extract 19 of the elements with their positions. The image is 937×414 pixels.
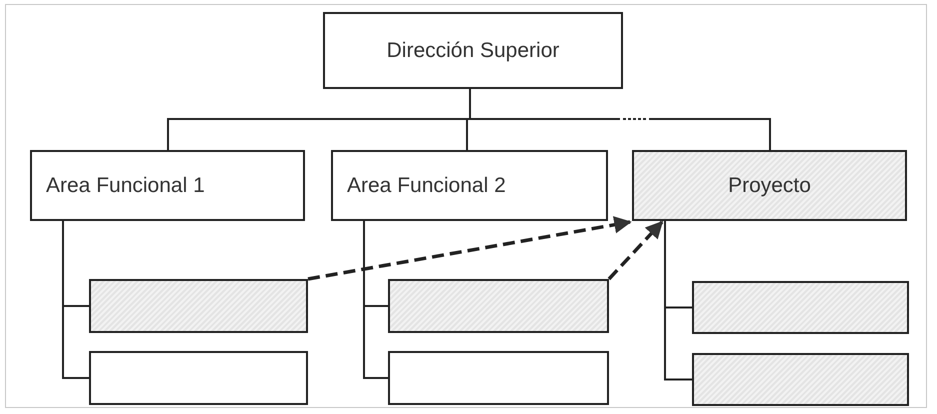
org-box — [632, 150, 907, 221]
dashed-arrow — [308, 216, 632, 281]
empty-box — [89, 279, 308, 333]
box-label: Area Funcional 1 — [46, 174, 205, 198]
box-label: Proyecto — [728, 174, 811, 198]
org-box — [323, 12, 623, 89]
dashed-arrow — [608, 220, 664, 280]
empty-box — [692, 281, 909, 334]
empty-box — [388, 351, 609, 405]
connector-line — [62, 221, 89, 379]
connector-line — [664, 221, 692, 380]
org-box — [30, 150, 305, 221]
empty-box — [692, 353, 909, 406]
box-label: Area Funcional 2 — [347, 174, 506, 198]
org-box — [331, 150, 608, 221]
box-label: Dirección Superior — [386, 38, 560, 62]
connector-line — [469, 89, 771, 150]
empty-box — [388, 279, 609, 333]
empty-box — [89, 351, 308, 405]
